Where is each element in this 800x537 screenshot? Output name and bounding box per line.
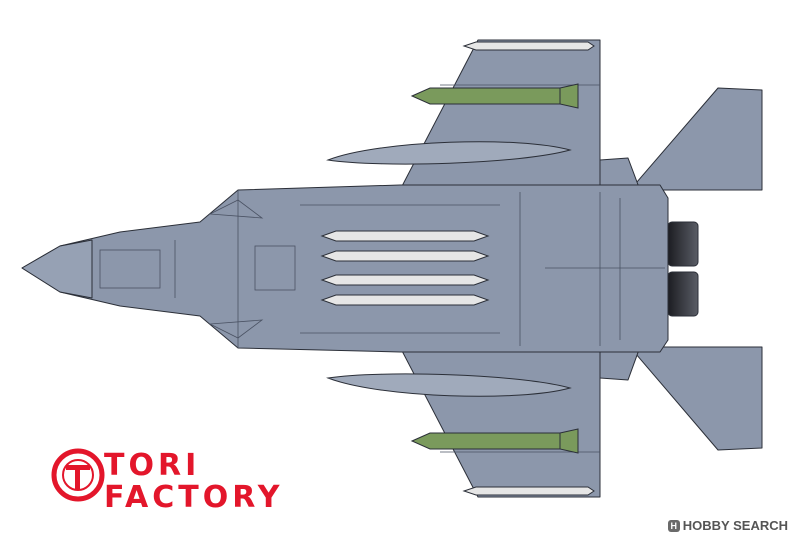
bay-missiles bbox=[320, 230, 490, 306]
bomb-upper bbox=[410, 87, 576, 105]
bay-missile-3 bbox=[320, 274, 490, 286]
hobby-search-logo-icon: H bbox=[667, 519, 680, 532]
bay-missile-2 bbox=[320, 250, 490, 262]
wingtip-missiles bbox=[462, 41, 595, 496]
nozzle-upper bbox=[667, 221, 699, 267]
bomb-lower bbox=[410, 432, 576, 450]
upper-stabilizer bbox=[629, 87, 763, 191]
missile-lower-tip bbox=[462, 486, 595, 496]
brand-line-2: FACTORY bbox=[104, 480, 284, 515]
fuselage bbox=[21, 184, 669, 353]
drop-tank-lower bbox=[326, 373, 572, 397]
watermark: H HOBBY SEARCH bbox=[667, 518, 788, 533]
upper-wing bbox=[399, 39, 601, 191]
bombs bbox=[410, 83, 579, 454]
bay-missile-1 bbox=[320, 230, 490, 242]
nozzle-lower bbox=[667, 271, 699, 317]
drop-tank-upper bbox=[326, 141, 572, 165]
bay-missile-4 bbox=[320, 294, 490, 306]
aircraft-airframe bbox=[21, 39, 763, 498]
tori-factory-logo-icon bbox=[51, 448, 105, 502]
drop-tanks bbox=[326, 141, 572, 397]
brand-name: TORI FACTORY bbox=[104, 450, 304, 514]
brand-line-1: TORI bbox=[104, 448, 201, 483]
watermark-text: HOBBY SEARCH bbox=[682, 518, 788, 533]
missile-upper-tip bbox=[462, 41, 595, 51]
lower-wing bbox=[399, 346, 601, 498]
lower-stabilizer bbox=[629, 346, 763, 451]
